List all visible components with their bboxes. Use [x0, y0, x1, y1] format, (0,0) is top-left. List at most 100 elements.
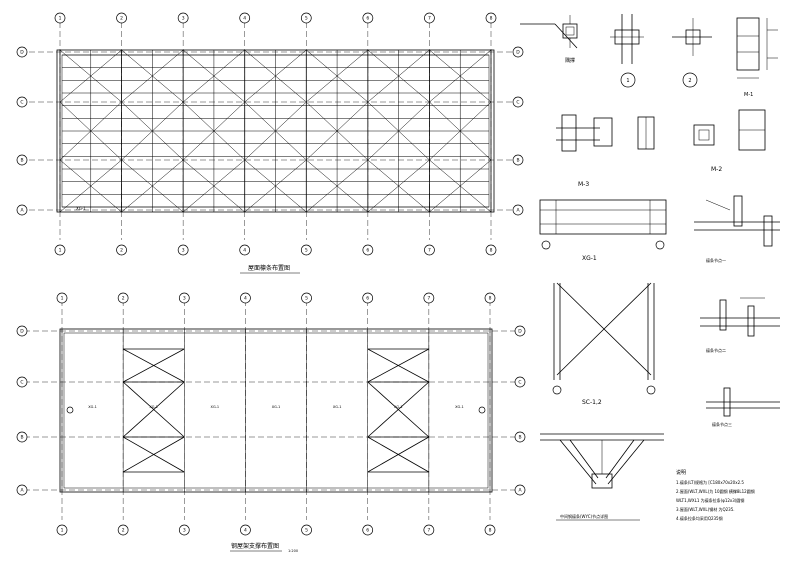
node-1-label: 1 [626, 78, 629, 84]
embed-plate-m3: M-3 [556, 114, 655, 188]
svg-text:D: D [516, 50, 520, 56]
svg-text:2: 2 [120, 16, 123, 22]
axis-bubble-left-C: C [16, 96, 28, 108]
svg-text:1: 1 [61, 296, 64, 302]
bottom-axis-bubble-left-D: D [16, 325, 28, 337]
svg-text:4: 4 [243, 16, 246, 22]
tie-bar-xg1: XG-1 [539, 199, 667, 262]
axis-bubble-bottom-1: 1 [54, 244, 66, 256]
bottom-axis-bubble-bottom-6: 6 [362, 524, 374, 536]
bottom-axis-bubble-left-A: A [16, 484, 28, 496]
svg-text:3: 3 [182, 248, 185, 254]
svg-text:5: 5 [305, 528, 308, 534]
svg-text:C: C [20, 380, 23, 386]
bracing-sc12: SC-1,2 [552, 282, 656, 406]
svg-text:7: 7 [427, 296, 430, 302]
svg-text:B: B [516, 158, 519, 164]
svg-text:C: C [518, 380, 521, 386]
embed-plate-m1: M-1 [736, 17, 778, 98]
purlin-node-a: 檩条节点二 [700, 297, 780, 353]
svg-text:6: 6 [366, 296, 369, 302]
note-c-label: 檩条节点三 [712, 421, 732, 427]
svg-text:A: A [20, 208, 24, 214]
svg-text:B: B [20, 435, 23, 441]
embed-plate-m2: M-2 [693, 109, 766, 173]
corner-detail-label: 隅撑 [565, 57, 575, 64]
axis-bubble-top-2: 2 [116, 12, 127, 24]
axis-bubble-left-A: A [16, 204, 28, 216]
bay-label: XG-1 [333, 405, 342, 409]
bottom-axis-bubble-bottom-5: 5 [301, 524, 312, 536]
bottom-axis-bubble-bottom-1: 1 [56, 524, 68, 536]
svg-text:4: 4 [243, 248, 246, 254]
bottom-plan-title: 钢屋架支撑布置图 [231, 542, 279, 550]
general-notes: 说明 1.檩条(LT)规格为 [C180x70x20x2.5 2.屋面(WLT,… [676, 469, 755, 521]
bottom-axis-bubble-right-A: A [514, 484, 526, 496]
m1-label: M-1 [744, 92, 753, 98]
svg-text:1: 1 [59, 16, 62, 22]
svg-text:7: 7 [427, 528, 430, 534]
svg-text:1: 1 [61, 528, 64, 534]
axis-bubble-bottom-4: 4 [239, 244, 251, 256]
axis-bubble-top-6: 6 [362, 12, 374, 24]
bay-label: XG-1 [455, 405, 464, 409]
svg-text:3: 3 [183, 528, 186, 534]
note-b-label: 檩条节点一 [706, 257, 726, 263]
bottom-axis-bubble-right-D: D [514, 325, 526, 337]
svg-text:5: 5 [305, 296, 308, 302]
svg-text:4: 4 [244, 296, 247, 302]
axis-bubble-right-C: C [512, 96, 524, 108]
svg-text:2: 2 [122, 528, 125, 534]
bottom-axis-bubble-bottom-2: 2 [117, 524, 129, 536]
purlin-node-b: 檩条节点一 [694, 195, 780, 263]
bottom-axis-bubble-top-6: 6 [362, 292, 374, 304]
node-detail-1: 1 [610, 14, 644, 88]
axis-bubble-right-B: B [512, 154, 524, 166]
bottom-axis-bubble-top-7: 7 [423, 292, 435, 304]
bay-label: XG-1 [211, 405, 220, 409]
bottom-axis-bubble-bottom-8: 8 [484, 524, 496, 536]
axis-bubble-bottom-7: 7 [424, 244, 435, 256]
bottom-axis-bubble-bottom-3: 3 [178, 524, 190, 536]
svg-text:5: 5 [305, 248, 308, 254]
top-plan-mark: XG-1 [76, 206, 86, 211]
axis-bubble-left-D: D [16, 46, 28, 58]
notes-line-4: 3.屋面(WLT,WXL)钢材 为Q235. [676, 506, 735, 512]
svg-text:2: 2 [120, 248, 123, 254]
svg-text:3: 3 [183, 296, 186, 302]
svg-text:8: 8 [489, 528, 492, 534]
svg-text:D: D [20, 329, 24, 335]
axis-bubble-bottom-8: 8 [485, 244, 497, 256]
bay-label: XG-1 [88, 405, 97, 409]
xg1-label: XG-1 [582, 255, 597, 262]
axis-bubble-top-8: 8 [485, 12, 497, 24]
notes-line-5: 4.檩条拉条均采用Q235钢 [676, 515, 723, 521]
axis-bubble-top-5: 5 [300, 12, 312, 24]
node-2-label: 2 [688, 78, 691, 84]
svg-text:8: 8 [489, 296, 492, 302]
svg-text:8: 8 [490, 16, 493, 22]
bottom-axis-bubble-right-C: C [514, 376, 526, 388]
details-column: 隅撑 1 2 M-1 [520, 14, 780, 521]
bottom-axis-bubble-top-2: 2 [117, 292, 129, 304]
svg-text:C: C [516, 100, 519, 106]
m2-label: M-2 [711, 166, 722, 173]
bottom-axis-bubble-top-5: 5 [301, 292, 312, 304]
svg-text:7: 7 [428, 248, 431, 254]
svg-text:4: 4 [244, 528, 247, 534]
axis-bubble-bottom-5: 5 [300, 244, 312, 256]
bottom-axis-bubble-left-C: C [16, 376, 28, 388]
m3-label: M-3 [578, 181, 589, 188]
svg-text:5: 5 [305, 16, 308, 22]
bottom-axis-bubble-top-1: 1 [56, 292, 68, 304]
corner-brace-detail: 隅撑 [520, 15, 578, 64]
bottom-axis-bubble-top-4: 4 [240, 292, 251, 304]
bottom-axis-bubble-top-3: 3 [178, 292, 190, 304]
axis-bubble-top-1: 1 [54, 12, 66, 24]
bay-label: XG-1 [272, 405, 281, 409]
sc12-label: SC-1,2 [582, 399, 602, 406]
axis-bubble-bottom-3: 3 [177, 244, 189, 256]
notes-line-3: WLT1,WXL1 为檩条拉条(φ12x3)圆钢 [676, 497, 744, 503]
axis-bubble-right-A: A [512, 204, 524, 216]
